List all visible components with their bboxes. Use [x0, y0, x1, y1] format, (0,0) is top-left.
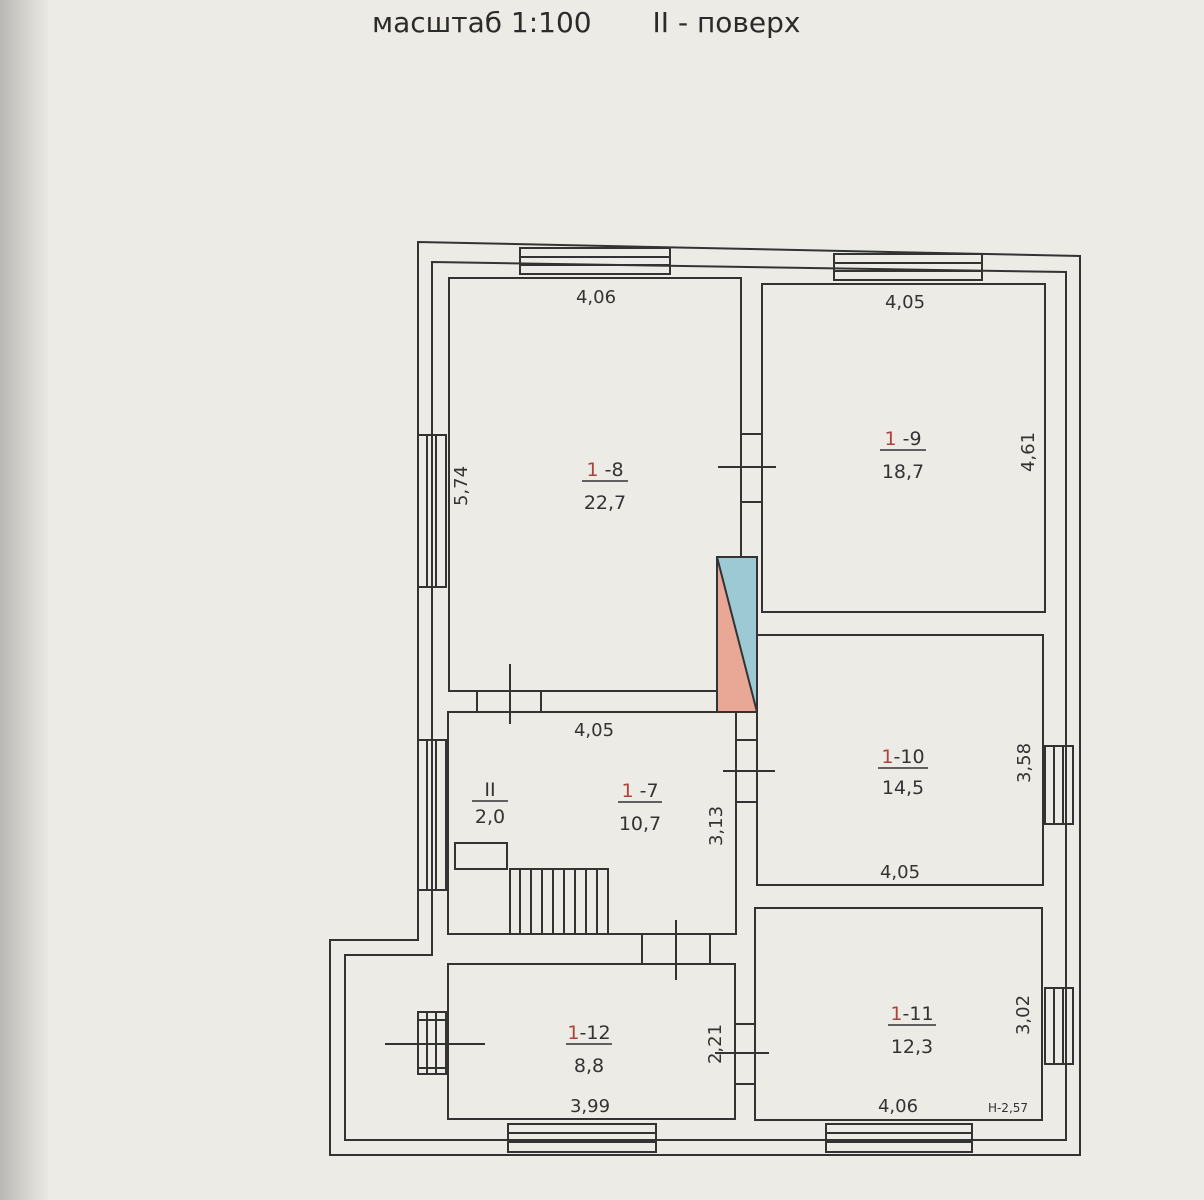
outer-wall-inner-line: [344, 260, 1067, 1141]
page-edge-shadow: [0, 0, 48, 1200]
dimension-1-10-height: 3,58: [1014, 743, 1035, 783]
door-1-7-1-10: [723, 739, 775, 803]
room-1-12-area: 8,8: [574, 1055, 604, 1077]
window-right-lower: [1044, 987, 1074, 1065]
room-1-7-area: 10,7: [619, 813, 661, 835]
room-1-8-outline: [448, 277, 742, 692]
dimension-1-8-width: 4,06: [576, 287, 616, 308]
door-1-12-entrance: [385, 1019, 485, 1069]
room-1-8-number: 1 -8: [586, 459, 623, 481]
dimension-1-12-width: 3,99: [570, 1096, 610, 1117]
window-left-middle: [417, 739, 447, 891]
floor-label: II - поверх: [652, 6, 801, 39]
room-ii-number: II: [484, 779, 495, 801]
door-1-12-1-11: [715, 1023, 769, 1085]
room-1-9-area: 18,7: [882, 461, 924, 483]
room-1-7-number: 1 -7: [621, 780, 658, 802]
room-1-11-outline: [754, 907, 1043, 1121]
ceiling-height-note: Н-2,57: [988, 1101, 1028, 1115]
dimension-1-12-height: 2,21: [705, 1024, 726, 1064]
room-1-10-number: 1-10: [881, 746, 924, 768]
room-1-11-number: 1-11: [890, 1003, 933, 1025]
window-top-left: [519, 247, 671, 275]
outer-wall-outer-line: [329, 240, 1081, 1156]
dimension-1-7-width: 4,05: [574, 720, 614, 741]
door-1-7-1-12: [641, 920, 711, 980]
dimension-1-9-height: 4,61: [1018, 432, 1039, 472]
dimension-1-10-width: 4,05: [880, 862, 920, 883]
dimension-1-11-width: 4,06: [878, 1096, 918, 1117]
staircase-1-7: [454, 842, 609, 935]
dimension-1-9-width: 4,05: [885, 292, 925, 313]
scale-label: масштаб 1:100: [372, 6, 592, 39]
stair-shaft: [716, 556, 758, 713]
window-right-upper: [1044, 745, 1074, 825]
room-1-11-area: 12,3: [891, 1036, 933, 1058]
dimension-1-7-height: 3,13: [706, 806, 727, 846]
room-1-10-area: 14,5: [882, 777, 924, 799]
room-1-12-number: 1-12: [567, 1022, 610, 1044]
room-1-8-area: 22,7: [584, 492, 626, 514]
door-1-8-1-9: [718, 433, 776, 503]
window-top-right: [833, 253, 983, 281]
window-left-upper: [417, 434, 447, 588]
room-ii-area: 2,0: [475, 806, 505, 828]
room-1-9-number: 1 -9: [884, 428, 921, 450]
dimension-1-11-height: 3,02: [1013, 995, 1034, 1035]
dimension-1-8-height: 5,74: [451, 466, 472, 506]
door-1-8-1-7: [476, 664, 542, 724]
window-bottom-right: [825, 1123, 973, 1153]
window-bottom-left: [507, 1123, 657, 1153]
plan-header: масштаб 1:100 II - поверх: [372, 6, 800, 39]
